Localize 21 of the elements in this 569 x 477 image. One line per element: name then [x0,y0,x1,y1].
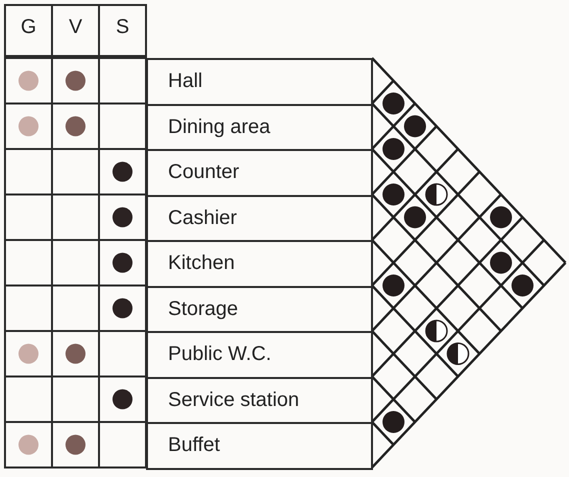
column-header: S [114,16,130,39]
room-name: Service station [168,388,300,412]
table-row [146,286,373,333]
table-row [146,194,373,242]
room-name: Hall [168,70,202,94]
table-row [146,104,373,151]
room-name: Kitchen [168,252,235,276]
table-row [146,376,373,424]
room-name: Buffet [168,434,220,458]
room-name: Cashier [168,206,237,230]
column-header: G [20,16,38,39]
room-name: Counter [168,161,240,184]
table-row [146,422,373,470]
table-row [146,240,373,288]
room-name: Public W.C. [168,343,272,366]
table-row [146,149,373,196]
room-name: Storage [168,298,238,321]
column-header: V [68,16,84,39]
table-row [146,58,373,106]
table-row [146,331,373,378]
room-name: Dining area [168,116,270,139]
